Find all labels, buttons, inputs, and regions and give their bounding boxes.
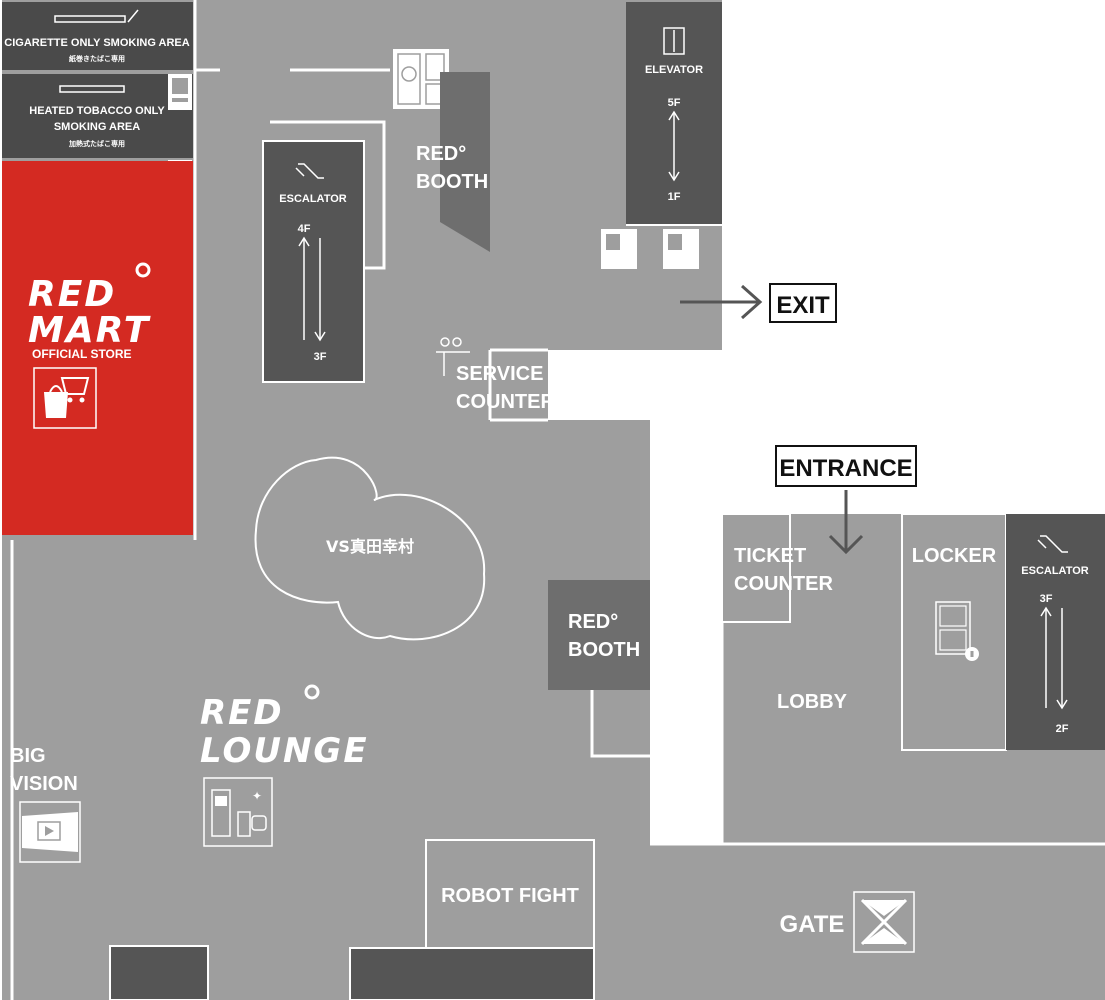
locker[interactable]: LOCKER xyxy=(901,513,1007,751)
red-lounge-logo-dot xyxy=(304,684,320,700)
red-lounge[interactable]: RED LOUNGE ✦ xyxy=(200,684,369,847)
heated-tobacco-subtitle: 加熱式たばこ専用 xyxy=(68,139,125,148)
escalator-icon xyxy=(295,163,324,179)
robot-fight[interactable]: ROBOT FIGHT xyxy=(425,839,595,949)
exit[interactable]: EXIT xyxy=(680,283,837,323)
escalator-right-title: ESCALATOR xyxy=(1021,565,1088,577)
lobby-label: LOBBY xyxy=(777,691,848,713)
red-booth-mid-line2: BOOTH xyxy=(568,639,640,661)
entrance-label: ENTRANCE xyxy=(779,455,912,482)
red-booth-top-line2: BOOTH xyxy=(416,171,488,193)
gate-label: GATE xyxy=(780,911,845,938)
cigarette-icon xyxy=(54,9,139,23)
escalator-icon xyxy=(1037,535,1068,553)
arcade-drink-icon: ✦ xyxy=(203,777,273,847)
shopping-bag-cart-icon xyxy=(33,367,97,429)
bottom-block-mid xyxy=(349,947,595,1000)
bottom-floor-right xyxy=(548,844,1105,1000)
cigarette-area-subtitle: 紙巻きたばこ専用 xyxy=(69,54,125,63)
entrance-label-box xyxy=(775,445,917,487)
exit-label-box xyxy=(769,283,837,323)
red-lounge-line1: RED xyxy=(200,693,284,733)
red-mart-logo-dot xyxy=(135,262,151,278)
vending-machine-icon xyxy=(168,74,192,110)
red-booth-top-line1: RED° xyxy=(416,143,466,165)
heated-tobacco-title-1: HEATED TOBACCO ONLY xyxy=(29,105,165,117)
ticket-counter-line2: COUNTER xyxy=(734,573,833,595)
elevator-icon xyxy=(663,27,685,55)
vs-sanada-attraction[interactable]: VS真田幸村 xyxy=(254,456,486,641)
ticket-counter[interactable]: TICKET COUNTER xyxy=(721,513,833,623)
ticket-counter-line1: TICKET xyxy=(734,545,806,567)
escalator-left: ESCALATOR 4F 3F xyxy=(262,140,365,383)
red-lounge-line2: LOUNGE xyxy=(200,731,369,771)
robot-fight-label: ROBOT FIGHT xyxy=(441,885,579,907)
gate[interactable]: GATE xyxy=(780,891,915,953)
escalator-right: ESCALATOR 3F 2F xyxy=(1006,514,1105,750)
locker-icon xyxy=(935,601,979,661)
service-counter-line1: SERVICE xyxy=(456,363,543,385)
svg-text:✦: ✦ xyxy=(252,789,262,803)
service-counter-icon xyxy=(436,337,470,376)
elevator-title: ELEVATOR xyxy=(645,64,703,76)
escalator-left-title: ESCALATOR xyxy=(279,193,346,205)
red-booth-mid-line1: RED° xyxy=(568,611,618,633)
elevator: ELEVATOR 5F 1F xyxy=(626,2,722,224)
escalator-right-bottom: 2F xyxy=(1056,723,1069,735)
vending-machine-icon xyxy=(578,226,722,271)
heated-tobacco-area: HEATED TOBACCO ONLY SMOKING AREA 加熱式たばこ専… xyxy=(2,74,193,158)
video-screen-icon xyxy=(19,801,81,863)
escalator-right-top: 3F xyxy=(1040,593,1053,605)
escalator-left-from: 4F xyxy=(298,223,311,235)
exit-label: EXIT xyxy=(776,292,830,319)
cigarette-area-title: CIGARETTE ONLY SMOKING AREA xyxy=(4,37,189,49)
red-booth-mid[interactable]: RED° BOOTH xyxy=(548,580,650,690)
vs-sanada-label: VS真田幸村 xyxy=(326,537,414,556)
cigarette-area: CIGARETTE ONLY SMOKING AREA 紙巻きたばこ専用 xyxy=(2,2,193,70)
service-counter-line2: COUNTER xyxy=(456,391,555,413)
big-vision: BIG VISION xyxy=(10,745,81,863)
locker-title: LOCKER xyxy=(912,545,997,567)
walls xyxy=(10,0,1105,1000)
big-vision-line1: BIG xyxy=(10,745,46,767)
red-booth-top[interactable]: RED° BOOTH xyxy=(416,72,490,252)
elevator-bottom: 1F xyxy=(668,191,681,203)
heated-tobacco-title-2: SMOKING AREA xyxy=(54,121,140,133)
red-mart-store[interactable]: RED MART OFFICIAL STORE xyxy=(2,161,193,535)
entrance[interactable]: ENTRANCE xyxy=(775,445,917,555)
big-vision-line2: VISION xyxy=(10,773,78,795)
gate-icon xyxy=(853,891,915,953)
red-mart-logo-line2: MART xyxy=(28,310,151,351)
bottom-block-left xyxy=(109,945,209,1000)
escalator-left-to: 3F xyxy=(314,351,327,363)
red-mart-logo-line3: OFFICIAL STORE xyxy=(32,347,132,361)
service-counter[interactable]: SERVICE COUNTER xyxy=(436,337,555,413)
heated-tobacco-icon xyxy=(59,85,125,93)
red-mart-logo-line1: RED xyxy=(28,274,116,315)
elevator-top: 5F xyxy=(668,97,681,109)
